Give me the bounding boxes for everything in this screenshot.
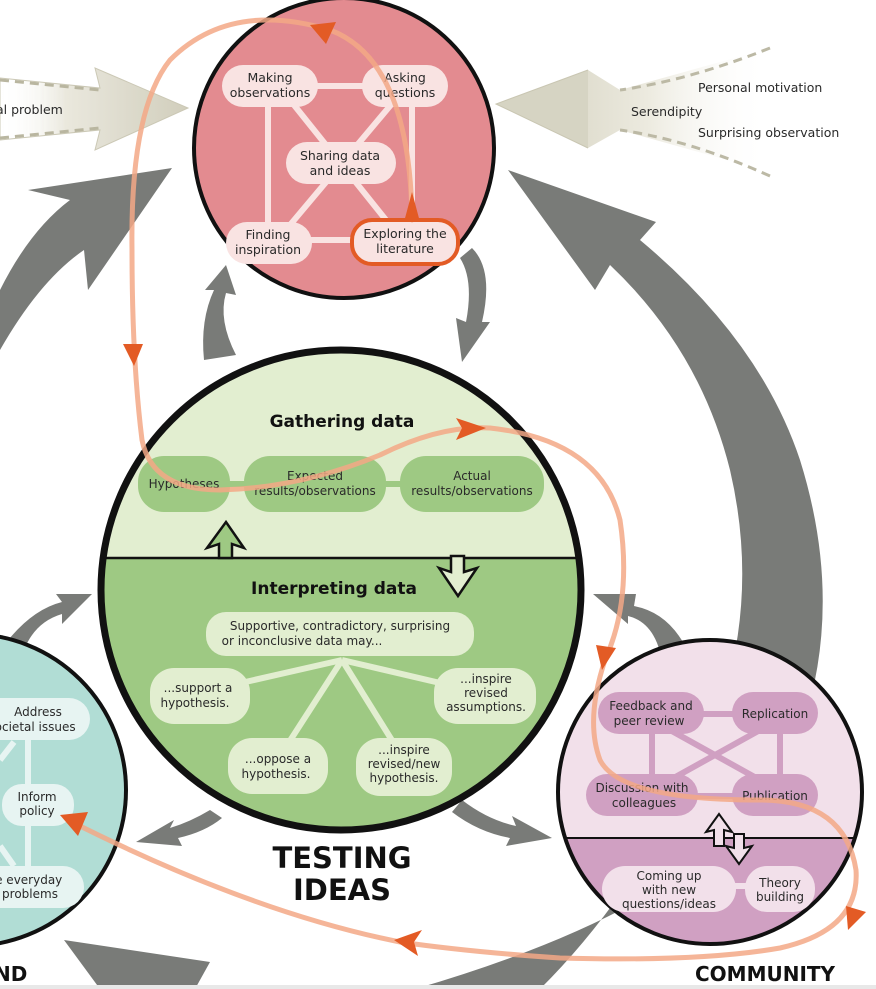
node-discussion-line2: colleagues	[612, 796, 676, 810]
node-expected-results-line2: results/observations	[254, 484, 375, 498]
benefits-circle: Address societal issues Inform policy So…	[0, 634, 128, 946]
node-support-hypothesis-line2: hypothesis.	[160, 696, 229, 710]
node-inspire-new-hypothesis[interactable]: ...inspire revised/new hypothesis.	[356, 738, 452, 796]
node-new-questions-line3: questions/ideas	[622, 897, 716, 911]
node-new-questions-line2: with new	[642, 883, 696, 897]
node-solve-line1: Solve everyday	[0, 873, 62, 887]
node-inspire-assumptions-line3: assumptions.	[446, 700, 526, 714]
node-making-observations[interactable]: Making observations	[222, 65, 318, 107]
arrow-bottom-left	[64, 940, 210, 989]
node-inspire-assumptions[interactable]: ...inspire revised assumptions.	[434, 668, 536, 724]
node-asking-questions-line2: questions	[375, 85, 436, 100]
node-asking-questions-line1: Asking	[384, 70, 426, 85]
node-inspire-assumptions-line1: ...inspire	[460, 672, 512, 686]
node-inspire-new-hypothesis-line2: revised/new	[368, 757, 441, 771]
testing-circle: Gathering data Hypotheses Expected resul…	[97, 346, 585, 834]
node-finding-inspiration-line2: inspiration	[235, 242, 301, 257]
input-arrow-left	[0, 67, 190, 151]
node-exploring-literature-line1: Exploring the	[363, 226, 447, 241]
node-solve-everyday-problems[interactable]: Solve everyday problems	[0, 866, 84, 908]
node-oppose-hypothesis[interactable]: ...oppose a hypothesis.	[228, 738, 328, 794]
node-feedback-line1: Feedback and	[609, 699, 693, 713]
node-inspire-new-hypothesis-line3: hypothesis.	[369, 771, 438, 785]
example-path-arrowheads	[60, 22, 866, 956]
path-arrowhead-icon	[846, 906, 866, 930]
node-asking-questions[interactable]: Asking questions	[362, 65, 448, 107]
node-theory-line1: Theory	[758, 876, 801, 890]
node-inspire-assumptions-line2: revised	[464, 686, 508, 700]
node-exploring-literature[interactable]: Exploring the literature	[350, 218, 460, 266]
node-actual-results-line1: Actual	[453, 469, 491, 483]
example-path	[65, 17, 859, 962]
node-feedback-line2: peer review	[614, 714, 685, 728]
arrow-up-hollow-icon	[703, 812, 735, 847]
testing-ideas-label-line1: TESTING	[272, 841, 411, 875]
arrow-up-hollow-icon	[203, 519, 248, 560]
arrow-community-to-testing	[593, 594, 684, 652]
node-interpreting-root[interactable]: Supportive, contradictory, surprising or…	[206, 612, 474, 656]
node-oppose-hypothesis-line1: ...oppose a	[245, 752, 311, 766]
node-finding-inspiration-line1: Finding	[246, 227, 291, 242]
arrow-down-hollow-icon	[723, 833, 755, 866]
path-arrowhead-icon	[310, 22, 336, 44]
node-solve-line2: problems	[2, 887, 58, 901]
node-feedback-peer-review[interactable]: Feedback and peer review	[598, 692, 704, 734]
node-theory-line2: building	[756, 890, 804, 904]
input-serendipity: Serendipity	[631, 104, 703, 119]
arrow-down-hollow-icon	[435, 554, 481, 599]
arrow-testing-to-benefits	[136, 810, 222, 846]
node-publication[interactable]: Publication	[732, 774, 818, 816]
node-sharing-data-line1: Sharing data	[300, 148, 380, 163]
arrow-benefits-to-exploration	[0, 168, 172, 350]
interpreting-root-line2: or inconclusive data may...	[222, 634, 383, 648]
node-support-hypothesis-line1: ...support a	[164, 681, 233, 695]
benefits-label-partial: ND	[0, 962, 27, 986]
input-surprising-observation: Surprising observation	[698, 125, 839, 140]
testing-ideas-label-line2: IDEAS	[293, 873, 391, 907]
path-arrowhead-icon	[404, 192, 420, 222]
node-discussion-colleagues[interactable]: Discussion with colleagues	[586, 774, 698, 816]
node-address-line2: societal issues	[0, 720, 76, 734]
node-inform-policy-line2: policy	[19, 804, 54, 818]
node-finding-inspiration[interactable]: Finding inspiration	[226, 222, 312, 264]
path-arrowhead-icon	[123, 344, 143, 366]
node-replication[interactable]: Replication	[732, 692, 818, 734]
gathering-data-title: Gathering data	[270, 412, 415, 432]
path-arrowhead-icon	[456, 418, 486, 440]
node-actual-results-line2: results/observations	[411, 484, 532, 498]
node-new-questions-line1: Coming up	[636, 869, 701, 883]
path-arrowhead-icon	[394, 930, 422, 956]
exploration-circle: Making observations Asking questions Sha…	[192, 0, 496, 300]
node-replication-line1: Replication	[742, 707, 808, 721]
input-arrow-right	[494, 46, 771, 178]
node-sharing-data-line2: and ideas	[310, 163, 371, 178]
input-left-label: al problem	[0, 102, 63, 117]
interpreting-root-line1: Supportive, contradictory, surprising	[230, 619, 450, 633]
bottom-edge-strip	[0, 985, 876, 989]
input-personal-motivation: Personal motivation	[698, 80, 822, 95]
node-new-questions[interactable]: Coming up with new questions/ideas	[602, 866, 736, 912]
node-theory-building[interactable]: Theory building	[745, 866, 815, 912]
node-exploring-literature-line2: literature	[376, 241, 434, 256]
node-sharing-data[interactable]: Sharing data and ideas	[286, 142, 396, 184]
node-inform-policy[interactable]: Inform policy	[2, 784, 74, 826]
arrow-testing-to-community	[452, 800, 552, 846]
node-address-line1: Address	[14, 705, 62, 719]
node-actual-results[interactable]: Actual results/observations	[400, 456, 544, 512]
node-oppose-hypothesis-line2: hypothesis.	[241, 767, 310, 781]
node-inspire-new-hypothesis-line1: ...inspire	[378, 743, 430, 757]
arrow-exploration-to-testing	[456, 248, 490, 362]
interpreting-data-title: Interpreting data	[251, 579, 417, 599]
node-making-observations-line1: Making	[247, 70, 292, 85]
path-arrowhead-icon	[60, 812, 88, 836]
node-inform-policy-line1: Inform	[17, 790, 56, 804]
node-support-hypothesis[interactable]: ...support a hypothesis.	[150, 668, 250, 724]
node-address-societal-issues[interactable]: Address societal issues	[0, 698, 90, 740]
path-arrowhead-icon	[596, 645, 616, 670]
arrow-benefits-to-testing	[2, 594, 92, 650]
node-making-observations-line2: observations	[230, 85, 310, 100]
community-label: COMMUNITY	[695, 962, 836, 986]
arrow-testing-to-exploration	[203, 265, 236, 360]
